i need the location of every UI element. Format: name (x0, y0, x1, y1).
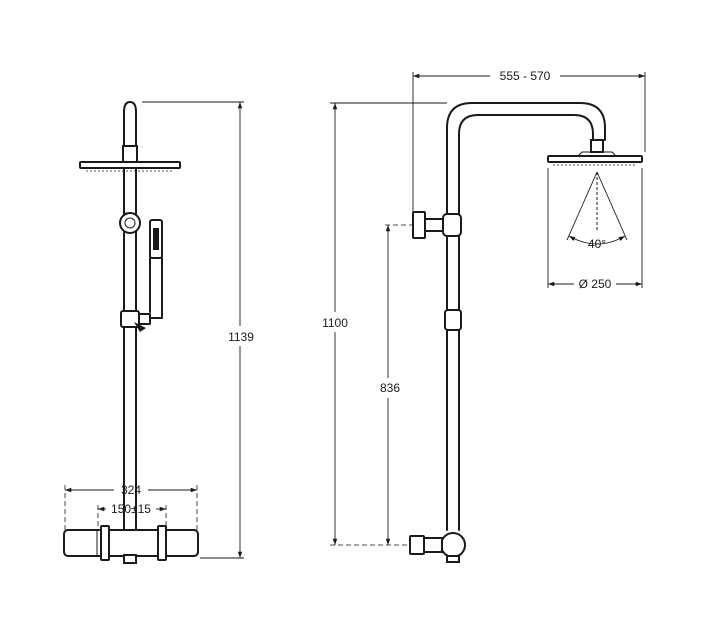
front-shower-head (79, 161, 181, 169)
side-head-connector (590, 139, 604, 153)
side-mixer-body (440, 532, 466, 558)
dim-1100-label: 1100 (322, 316, 348, 330)
dim-150-label: 150±15 (111, 502, 151, 516)
front-mixer-body (63, 529, 199, 557)
dim-324-label: 324 (121, 483, 141, 497)
front-mixer-inlet-left (100, 525, 110, 561)
front-diverter-knob-inner (124, 217, 136, 229)
dim-555-label: 555 - 570 (500, 69, 551, 83)
side-riser-arm-inner (458, 114, 594, 531)
front-diverter-knob (119, 212, 141, 234)
front-slider-bracket (120, 310, 140, 328)
dim-250-label: Ø 250 (579, 277, 612, 291)
side-shower-head (547, 155, 643, 163)
front-mixer-inlet-right (157, 525, 167, 561)
spray-cone-right (596, 171, 628, 241)
side-wall-bracket-clamp (442, 213, 462, 237)
front-view: 324 150±15 1139 (63, 101, 254, 564)
front-mixer-outlet (123, 554, 137, 564)
front-slider-holder (138, 313, 151, 325)
side-riser-arm-outer (446, 102, 606, 531)
front-head-connector (122, 145, 138, 163)
side-slider-clamp (444, 309, 462, 331)
spray-cone-left (566, 171, 598, 241)
side-mixer-eccentric (409, 535, 425, 555)
dim-836-label: 836 (380, 381, 400, 395)
front-hand-shower-nozzles (153, 228, 159, 250)
front-top-arm (123, 101, 137, 147)
front-hose-outlet (134, 322, 146, 332)
side-mixer-outlet (446, 555, 460, 563)
spray-angle-label: 40° (588, 237, 606, 251)
dim-1139-label: 1139 (228, 330, 254, 344)
side-view: 40° Ø 250 555 - 570 1100 83 (322, 69, 646, 563)
side-mixer-connector (423, 537, 443, 553)
side-head-cap (576, 151, 618, 157)
spray-angle-arc (568, 235, 626, 245)
side-wall-bracket-plate (412, 211, 426, 239)
